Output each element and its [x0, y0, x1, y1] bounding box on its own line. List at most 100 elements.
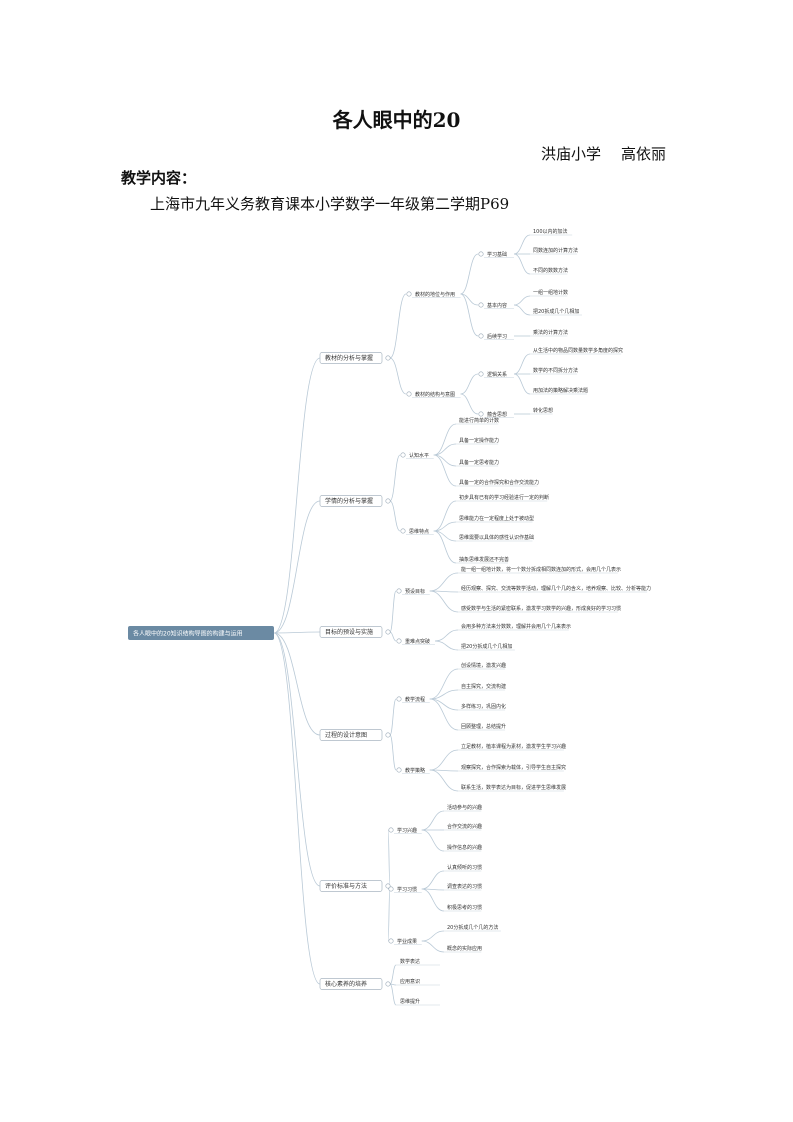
collapse-dot-icon[interactable] [396, 696, 402, 702]
mindmap-subtopic-label: 学习习惯 [397, 886, 417, 893]
mindmap-subtopic-label: 思维特点 [409, 528, 429, 535]
mindmap-leaf-label: 调查表达的习惯 [447, 883, 482, 890]
collapse-dot-icon[interactable] [396, 638, 402, 644]
collapse-dot-icon[interactable] [396, 588, 402, 594]
mindmap-subtopic-label: 教学流程 [405, 696, 425, 703]
page-title: 各人眼中的20 [332, 108, 461, 132]
mindmap-leaf-label: 思维需要以具体的感性认识作基础 [459, 534, 534, 541]
collapse-dot-icon[interactable] [478, 333, 484, 339]
mindmap-branch-node[interactable] [319, 626, 383, 638]
mindmap-leaf-label: 活动参与的兴趣 [447, 804, 482, 811]
course-reference: 上海市九年义务教育课本小学数学一年级第二学期P69 [150, 195, 510, 213]
mindmap-leaf-label: 思维提升 [400, 998, 420, 1005]
mindmap-leaf-label: 观察探究，合作探索为载体，引导学生自主探究 [461, 764, 566, 771]
mindmap-leaf-label: 抽象思维发展还不完善 [459, 556, 509, 563]
collapse-dot-icon[interactable] [478, 251, 484, 257]
mindmap-leaf-label: 具备一定的合作探究和合作交流能力 [459, 479, 539, 486]
author-school: 洪庙小学 [541, 145, 602, 163]
mindmap-branch-label: 学情的分析与掌握 [325, 497, 373, 505]
mindmap-subtopic-label: 蕴含思想 [487, 411, 507, 418]
mindmap-subtopic-label: 重难点突破 [405, 638, 430, 645]
mindmap-leaf-label: 思维能力在一定程度上处于被动型 [459, 515, 534, 522]
collapse-dot-icon[interactable] [385, 981, 391, 987]
author-name: 高依丽 [621, 145, 667, 163]
mindmap-leaf-label: 经历观察、探究、交流等数学活动，理解几个几的含义，培养观察、比较、分析等能力 [461, 585, 651, 592]
mindmap-branch-node[interactable] [319, 880, 383, 892]
mindmap-leaf-label: 把20拆成几个几相加 [533, 308, 579, 315]
mindmap-branch-node[interactable] [319, 495, 383, 507]
mindmap-leaf-label: 一组一组地计数 [533, 289, 568, 296]
mindmap-leaf-label: 联系生活，数学表达为目标，促进学生思维发展 [461, 784, 566, 791]
collapse-dot-icon[interactable] [478, 411, 484, 417]
mindmap-leaf-label: 积极思考的习惯 [447, 904, 482, 911]
mindmap-branch-node[interactable] [319, 729, 383, 741]
mindmap-leaf-label: 应用意识 [400, 978, 420, 985]
mindmap-leaf-label: 把20分拆成几个几相加 [461, 643, 512, 650]
mindmap-leaf-label: 不同的数数方法 [533, 267, 568, 274]
mindmap-leaf-label: 操作信息的兴趣 [447, 844, 482, 851]
mindmap-leaf-label: 能进行简单的计数 [459, 417, 499, 424]
section-label: 教学内容： [121, 169, 197, 187]
mindmap-leaf-label: 数学的不同拆分方法 [533, 367, 578, 374]
mindmap-leaf-label: 认真倾听的习惯 [447, 864, 482, 871]
mindmap-branch-label: 过程的设计意图 [325, 731, 367, 739]
collapse-dot-icon[interactable] [478, 371, 484, 377]
mindmap-leaf-label: 概念的实际应用 [447, 945, 482, 952]
mindmap-subtopic-label: 逻辑关系 [487, 371, 507, 378]
collapse-dot-icon[interactable] [385, 355, 391, 361]
mindmap-leaf-label: 从生活中的物品同数量数学多角度的探究 [533, 347, 623, 354]
mindmap-leaf-label: 能一组一组地计数，将一个数分拆成相同数连加的形式，会用几个几表示 [461, 566, 621, 573]
mindmap-branch-label: 教材的分析与掌握 [325, 354, 373, 362]
mindmap-branch-node[interactable] [319, 978, 383, 990]
mindmap-leaf-label: 用加法的策略解决乘法题 [533, 387, 588, 394]
collapse-dot-icon[interactable] [388, 886, 394, 892]
mindmap-subtopic-label: 学业成果 [397, 938, 417, 945]
mindmap-leaf-label: 转化思想 [533, 407, 553, 414]
mindmap-leaf-label: 具备一定思考能力 [459, 459, 499, 466]
mindmap-leaf-label: 数学表达 [400, 958, 420, 965]
collapse-dot-icon[interactable] [400, 528, 406, 534]
mindmap-subtopic-label: 基本内容 [487, 302, 507, 309]
mindmap-leaf-label: 会用多种方法来分数数，理解并会用几个几来表示 [461, 623, 571, 630]
mindmap-leaf-label: 100以内的加法 [533, 228, 568, 235]
mindmap-subtopic-label: 预设目标 [405, 588, 425, 595]
mindmap-subtopic-label: 教材的结构与意图 [415, 391, 455, 398]
mindmap-subtopic-label: 学习基础 [487, 251, 507, 258]
mindmap-leaf-label: 感受数学与生活的紧密联系，激发学习数学的兴趣，形成良好的学习习惯 [461, 605, 621, 612]
mindmap-subtopic-label: 认知水平 [409, 452, 429, 459]
collapse-dot-icon[interactable] [385, 732, 391, 738]
mindmap-leaf-label: 同数连加的计算方法 [533, 247, 578, 254]
mindmap-leaf-label: 乘法的计算方法 [533, 329, 568, 336]
mindmap-branch-label: 核心素养的培养 [325, 980, 367, 988]
mindmap-leaf-label: 合作交流的兴趣 [447, 823, 482, 830]
author-line: 洪庙小学 高依丽 [541, 143, 666, 164]
collapse-dot-icon[interactable] [388, 938, 394, 944]
mindmap-leaf-label: 多样练习，巩固内化 [461, 703, 506, 710]
mindmap-subtopic-label: 教材的地位与作用 [415, 291, 455, 298]
mindmap-subtopic-label: 教学策略 [405, 767, 425, 774]
collapse-dot-icon[interactable] [396, 767, 402, 773]
mindmap-branch-label: 目标的预设与实施 [325, 628, 373, 636]
collapse-dot-icon[interactable] [400, 452, 406, 458]
mindmap-root-node[interactable] [128, 626, 274, 640]
collapse-dot-icon[interactable] [385, 629, 391, 635]
collapse-dot-icon[interactable] [406, 291, 412, 297]
mindmap-leaf-label: 初步具有已有的学习经验进行一定的判断 [459, 494, 549, 501]
collapse-dot-icon[interactable] [478, 302, 484, 308]
mindmap-leaf-label: 创设情境，激发兴趣 [461, 662, 506, 669]
mindmap-leaf-label: 回顾整理，总结提升 [461, 723, 506, 730]
mindmap-subtopic-label: 学习兴趣 [397, 827, 417, 834]
mindmap-leaf-label: 20分拆成几个几的方法 [447, 924, 498, 931]
mindmap-branch-node[interactable] [319, 352, 383, 364]
mindmap-root-label: 各人眼中的20知识结构导图的构建与运用 [133, 630, 243, 638]
collapse-dot-icon[interactable] [385, 883, 391, 889]
collapse-dot-icon[interactable] [385, 498, 391, 504]
mindmap-leaf-label: 具备一定操作能力 [459, 437, 499, 444]
collapse-dot-icon[interactable] [406, 391, 412, 397]
mindmap-subtopic-label: 后续学习 [487, 333, 507, 340]
mindmap-leaf-label: 自主探究，交流构建 [461, 683, 506, 690]
collapse-dot-icon[interactable] [388, 827, 394, 833]
mindmap-leaf-label: 立足教材，植本课程为素材，激发学生学习兴趣 [461, 743, 566, 750]
mindmap-branch-label: 评价标准与方法 [325, 882, 367, 890]
